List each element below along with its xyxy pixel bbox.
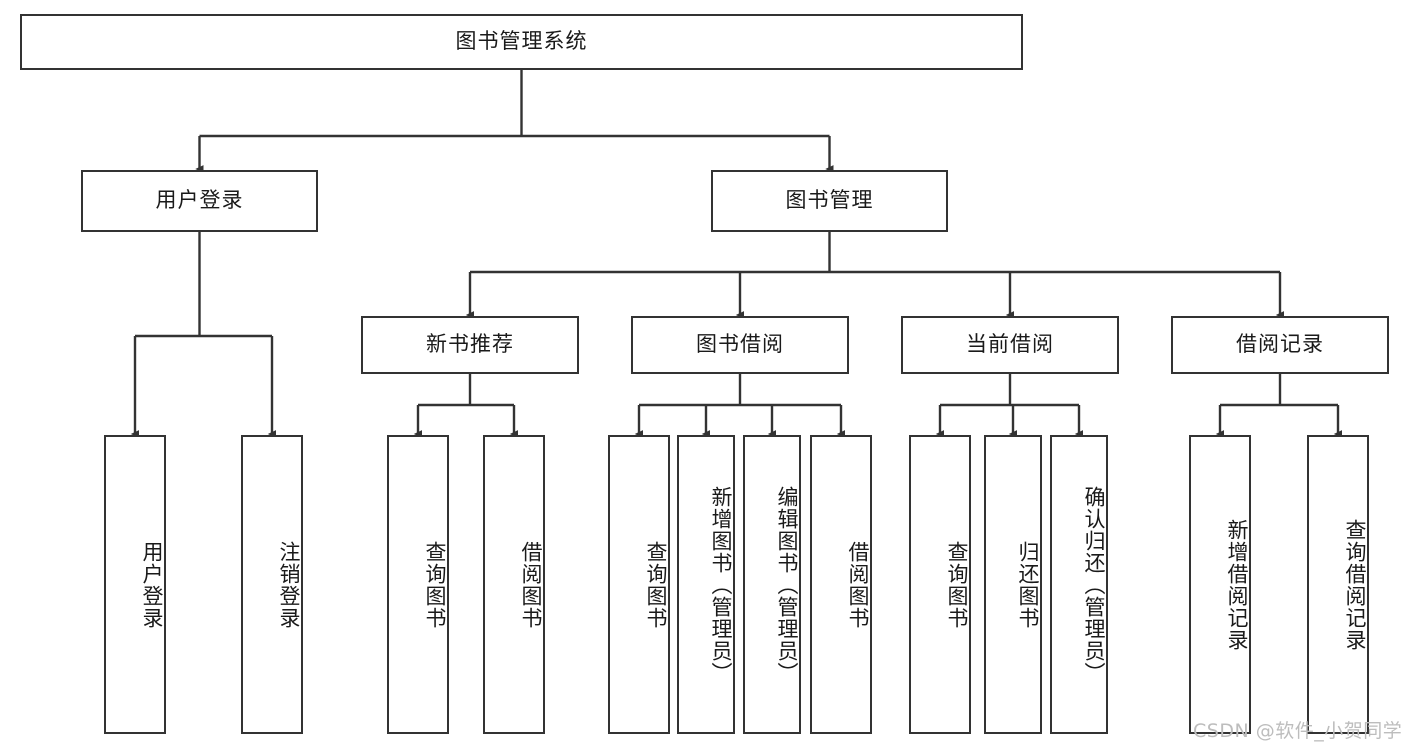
node-label: 图书管理 [785, 188, 874, 213]
node-label: 新增借阅记录 [1225, 518, 1249, 651]
node-label: 借阅图书 [519, 540, 543, 629]
node-label: 注销登录 [277, 540, 301, 629]
node-label: 查询图书 [945, 540, 969, 629]
node-label: 借阅图书 [846, 540, 870, 629]
node-n_rec[interactable]: 借阅记录 [1171, 316, 1389, 374]
node-label: 图书借阅 [696, 332, 784, 357]
node-l_bor4[interactable]: 借阅图书 [810, 435, 872, 734]
node-l_rec2[interactable]: 查询借阅记录 [1307, 435, 1369, 734]
node-label: 查询借阅记录 [1343, 518, 1367, 651]
node-n_cur[interactable]: 当前借阅 [901, 316, 1119, 374]
node-l_login1[interactable]: 用户登录 [104, 435, 166, 734]
node-label: 查询图书 [644, 540, 668, 629]
node-label: 编辑图书（管理员） [775, 485, 799, 684]
node-l_cur3[interactable]: 确认归还（管理员） [1050, 435, 1108, 734]
node-l_bor1[interactable]: 查询图书 [608, 435, 670, 734]
node-l_cur2[interactable]: 归还图书 [984, 435, 1042, 734]
node-n_borrow[interactable]: 图书借阅 [631, 316, 849, 374]
node-n_books[interactable]: 图书管理 [711, 170, 948, 232]
node-l_cur1[interactable]: 查询图书 [909, 435, 971, 734]
node-label: 当前借阅 [966, 332, 1054, 357]
node-l_new1[interactable]: 查询图书 [387, 435, 449, 734]
node-label: 新增图书（管理员） [709, 485, 733, 684]
node-n_new[interactable]: 新书推荐 [361, 316, 579, 374]
connector-edges [130, 70, 1343, 438]
node-label: 归还图书 [1016, 540, 1040, 629]
node-label: 查询图书 [423, 540, 447, 629]
node-label: 新书推荐 [426, 332, 514, 357]
node-l_login2[interactable]: 注销登录 [241, 435, 303, 734]
node-label: 确认归还（管理员） [1082, 485, 1106, 684]
node-label: 借阅记录 [1236, 332, 1324, 357]
watermark-label: CSDN @软件_小贺同学 [1193, 720, 1403, 742]
node-l_bor2[interactable]: 新增图书（管理员） [677, 435, 735, 734]
node-label: 用户登录 [140, 540, 164, 629]
node-n_login[interactable]: 用户登录 [81, 170, 318, 232]
node-label: 图书管理系统 [455, 29, 588, 54]
node-root[interactable]: 图书管理系统 [20, 14, 1023, 70]
node-label: 用户登录 [155, 188, 244, 213]
node-l_new2[interactable]: 借阅图书 [483, 435, 545, 734]
node-l_bor3[interactable]: 编辑图书（管理员） [743, 435, 801, 734]
node-l_rec1[interactable]: 新增借阅记录 [1189, 435, 1251, 734]
